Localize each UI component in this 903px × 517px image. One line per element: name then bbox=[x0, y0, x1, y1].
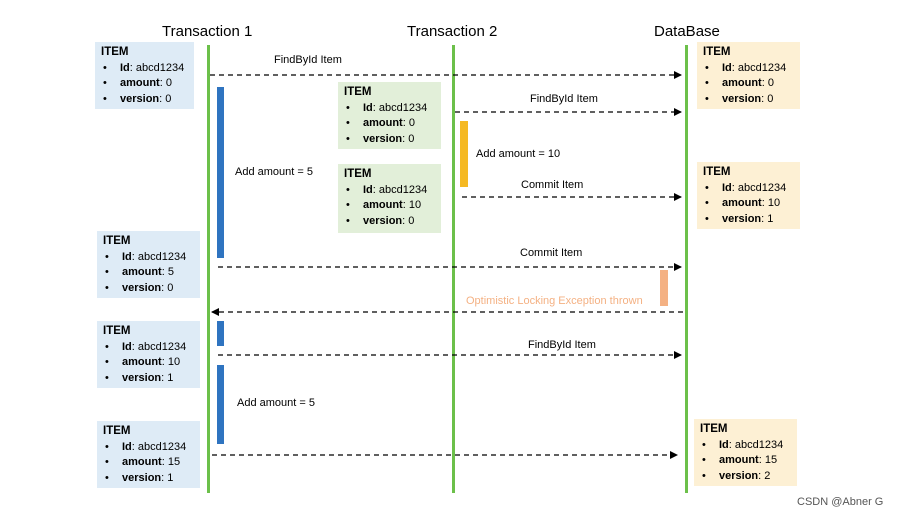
item-version: version: 0 bbox=[344, 214, 435, 230]
item-amount: amount: 10 bbox=[703, 196, 794, 212]
item-amount: amount: 10 bbox=[103, 355, 194, 371]
item-id: Id: abcd1234 bbox=[344, 101, 435, 117]
item-title: ITEM bbox=[103, 325, 131, 337]
item-amount: amount: 15 bbox=[103, 455, 194, 471]
label-t1-add-amount-2: Add amount = 5 bbox=[237, 397, 315, 409]
database-title: DataBase bbox=[654, 23, 720, 40]
label-t2-findbyid: FindById Item bbox=[530, 93, 598, 105]
item-version: version: 1 bbox=[103, 371, 194, 387]
t2-item-box-2: ITEM Id: abcd1234 amount: 10 version: 0 bbox=[338, 164, 441, 233]
t1-item-box-3: ITEM Id: abcd1234 amount: 10 version: 1 bbox=[97, 321, 200, 388]
label-t1-commit: Commit Item bbox=[520, 247, 583, 259]
transaction-1-title: Transaction 1 bbox=[162, 23, 253, 40]
item-title: ITEM bbox=[344, 168, 372, 180]
label-t2-add-amount: Add amount = 10 bbox=[476, 148, 561, 160]
t1-item-box-1: ITEM Id: abcd1234 amount: 0 version: 0 bbox=[95, 42, 194, 109]
item-id: Id: abcd1234 bbox=[703, 61, 794, 77]
item-version: version: 0 bbox=[344, 132, 435, 148]
item-amount: amount: 15 bbox=[700, 453, 791, 469]
item-version: version: 2 bbox=[700, 469, 791, 485]
transaction-2-title: Transaction 2 bbox=[407, 23, 498, 40]
t2-activation-bar bbox=[460, 121, 468, 187]
label-exception: Optimistic Locking Exception thrown bbox=[466, 295, 643, 307]
item-amount: amount: 10 bbox=[344, 198, 435, 214]
db-item-box-2: ITEM Id: abcd1234 amount: 10 version: 1 bbox=[697, 162, 800, 229]
label-t1-add-amount: Add amount = 5 bbox=[235, 166, 313, 178]
item-title: ITEM bbox=[103, 235, 131, 247]
item-id: Id: abcd1234 bbox=[101, 61, 188, 77]
item-version: version: 0 bbox=[703, 92, 794, 108]
t1-item-box-4: ITEM Id: abcd1234 amount: 15 version: 1 bbox=[97, 421, 200, 488]
item-version: version: 0 bbox=[101, 92, 188, 108]
transaction-2-lifeline bbox=[452, 45, 455, 493]
item-version: version: 1 bbox=[103, 471, 194, 487]
database-lifeline bbox=[685, 45, 688, 493]
item-amount: amount: 0 bbox=[703, 76, 794, 92]
item-id: Id: abcd1234 bbox=[703, 181, 794, 197]
item-version: version: 0 bbox=[103, 281, 194, 297]
item-id: Id: abcd1234 bbox=[344, 183, 435, 199]
t1-activation-bar-1 bbox=[217, 87, 224, 258]
item-title: ITEM bbox=[101, 46, 129, 58]
label-t1-findbyid: FindById Item bbox=[274, 54, 342, 66]
db-activation-bar bbox=[660, 270, 668, 306]
item-id: Id: abcd1234 bbox=[103, 440, 194, 456]
t1-item-box-2: ITEM Id: abcd1234 amount: 5 version: 0 bbox=[97, 231, 200, 298]
item-title: ITEM bbox=[103, 425, 131, 437]
item-title: ITEM bbox=[703, 46, 731, 58]
db-item-box-1: ITEM Id: abcd1234 amount: 0 version: 0 bbox=[697, 42, 800, 109]
item-amount: amount: 5 bbox=[103, 265, 194, 281]
item-amount: amount: 0 bbox=[101, 76, 188, 92]
t1-activation-bar-3 bbox=[217, 365, 224, 444]
item-title: ITEM bbox=[344, 86, 372, 98]
item-amount: amount: 0 bbox=[344, 116, 435, 132]
item-id: Id: abcd1234 bbox=[103, 340, 194, 356]
db-item-box-3: ITEM Id: abcd1234 amount: 15 version: 2 bbox=[694, 419, 797, 486]
item-id: Id: abcd1234 bbox=[700, 438, 791, 454]
transaction-1-lifeline bbox=[207, 45, 210, 493]
t1-activation-bar-2 bbox=[217, 321, 224, 346]
t2-item-box-1: ITEM Id: abcd1234 amount: 0 version: 0 bbox=[338, 82, 441, 149]
item-title: ITEM bbox=[703, 166, 731, 178]
watermark: CSDN @Abner G bbox=[797, 496, 884, 508]
label-t2-commit: Commit Item bbox=[521, 179, 584, 191]
item-title: ITEM bbox=[700, 423, 728, 435]
item-version: version: 1 bbox=[703, 212, 794, 228]
item-id: Id: abcd1234 bbox=[103, 250, 194, 266]
label-t1-findbyid-2: FindById Item bbox=[528, 339, 596, 351]
